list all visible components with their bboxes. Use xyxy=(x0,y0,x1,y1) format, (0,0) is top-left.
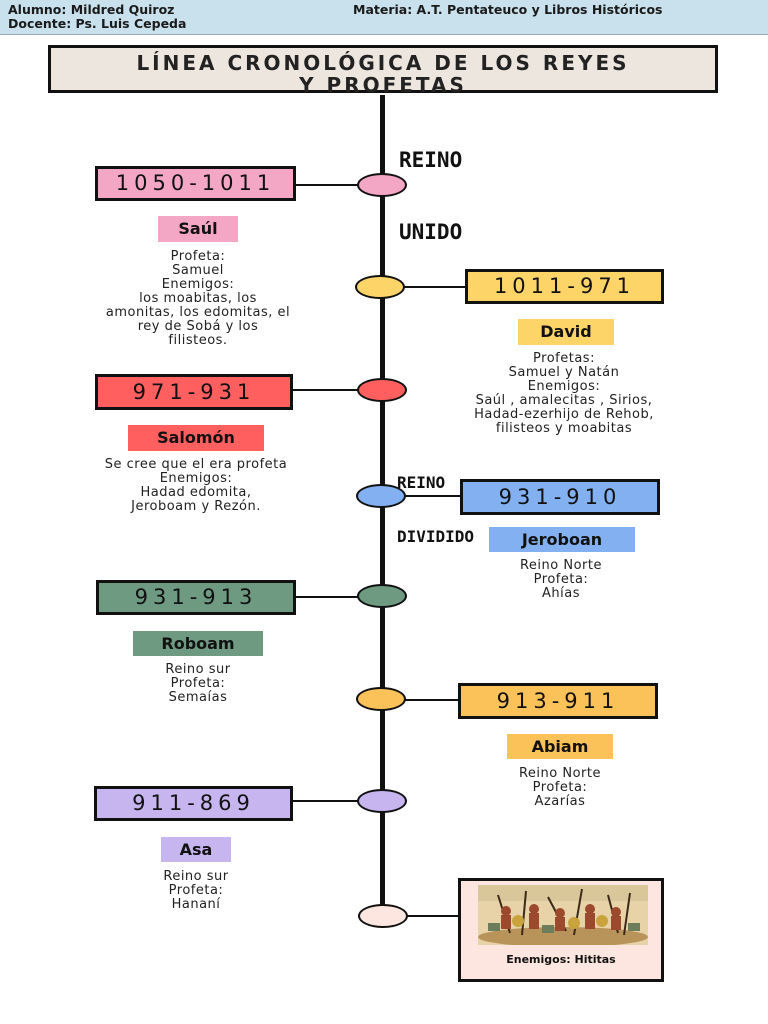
detail-line: Hadad-ezerhijo de Rehob, xyxy=(474,407,654,422)
king-details-asa: Reino sur Profeta: Hananí xyxy=(46,870,346,912)
detail-line: amonitas, los edomitas, el xyxy=(105,305,291,320)
connector-line xyxy=(296,596,358,598)
king-details-jeroboan: Reino Norte Profeta: Ahías xyxy=(411,559,711,601)
detail-line: filisteos y moabitas xyxy=(495,421,633,436)
detail-line: Se cree que el era profeta xyxy=(104,457,288,472)
date-box-saul: 1050-1011 xyxy=(95,166,296,201)
king-details-roboam: Reino sur Profeta: Semaías xyxy=(48,663,348,705)
timeline-node-saul xyxy=(357,173,407,197)
detail-line: Jeroboam y Rezón. xyxy=(131,499,261,514)
detail-line: Enemigos: xyxy=(161,277,235,292)
connector-line xyxy=(407,915,459,917)
connector-line xyxy=(405,699,459,701)
connector-line xyxy=(293,800,358,802)
page-title-line: LÍNEA CRONOLÓGICA DE LOS REYES xyxy=(136,51,630,75)
battle-illustration xyxy=(478,885,648,945)
detail-line: Azarías xyxy=(534,794,586,809)
detail-line: Reino sur xyxy=(163,869,229,884)
detail-line: filisteos. xyxy=(168,333,228,348)
date-box-roboam: 931-913 xyxy=(96,580,296,615)
enemies-caption: Enemigos: Hititas xyxy=(506,953,616,966)
detail-line: Profeta: xyxy=(170,676,226,691)
detail-line: Saúl , amalecitas , Sirios, xyxy=(475,393,653,408)
detail-line: Reino Norte xyxy=(519,558,602,573)
timeline-node-david xyxy=(355,275,405,299)
king-name-abiam: Abiam xyxy=(507,734,613,759)
detail-line: los moabitas, los xyxy=(139,291,257,306)
king-details-saul: Profeta: Samuel Enemigos: los moabitas, … xyxy=(48,250,348,348)
teacher-name: Docente: Ps. Luis Cepeda xyxy=(8,16,187,31)
page-title-box: LÍNEA CRONOLÓGICA DE LOS REYES Y PROFETA… xyxy=(48,45,718,96)
section-label-line: REINO xyxy=(397,473,446,492)
timeline-node-roboam xyxy=(357,584,407,608)
detail-line: Reino sur xyxy=(165,662,231,677)
connector-line xyxy=(405,495,461,497)
detail-line: Hadad edomita, xyxy=(140,485,252,500)
section-label-line: UNIDO xyxy=(399,220,463,244)
king-name-salomon: Salomón xyxy=(128,425,264,451)
section-label-line: REINO xyxy=(399,148,463,172)
enemies-card: Enemigos: Hititas xyxy=(458,878,664,982)
date-box-salomon: 971-931 xyxy=(95,374,293,410)
detail-line: Samuel xyxy=(172,263,224,278)
king-details-abiam: Reino Norte Profeta: Azarías xyxy=(410,767,710,809)
timeline-node-jeroboan xyxy=(356,484,406,508)
king-name-jeroboan: Jeroboan xyxy=(489,527,635,552)
detail-line: Enemigos: xyxy=(159,471,233,486)
date-box-david: 1011-971 xyxy=(465,269,664,304)
king-name-saul: Saúl xyxy=(158,216,238,242)
section-divided-kingdom: REINO DIVIDIDO xyxy=(397,438,474,564)
subject: Materia: A.T. Pentateuco y Libros Histór… xyxy=(353,2,663,17)
king-details-salomon: Se cree que el era profeta Enemigos: Had… xyxy=(46,458,346,514)
page-title: LÍNEA CRONOLÓGICA DE LOS REYES Y PROFETA… xyxy=(51,52,715,96)
detail-line: Reino Norte xyxy=(518,766,601,781)
date-box-asa: 911-869 xyxy=(94,786,293,821)
king-name-asa: Asa xyxy=(161,837,231,862)
connector-line xyxy=(293,389,358,391)
detail-line: Profeta: xyxy=(170,249,226,264)
detail-line: Profetas: xyxy=(533,351,595,366)
timeline-node-abiam xyxy=(356,687,406,711)
timeline-node-end xyxy=(358,904,408,928)
section-united-kingdom: REINO UNIDO xyxy=(399,100,462,268)
timeline-node-salomon xyxy=(357,378,407,402)
timeline-node-asa xyxy=(357,789,407,813)
detail-line: Samuel y Natán xyxy=(508,365,620,380)
king-name-roboam: Roboam xyxy=(133,631,263,656)
page-title-line: Y PROFETAS xyxy=(299,73,467,97)
connector-line xyxy=(404,286,466,288)
section-label-line: DIVIDIDO xyxy=(397,527,475,546)
detail-line: Profeta: xyxy=(168,883,224,898)
date-box-jeroboan: 931-910 xyxy=(460,479,660,515)
king-name-david: David xyxy=(518,319,614,345)
detail-line: Enemigos: xyxy=(527,379,601,394)
detail-line: Profeta: xyxy=(532,780,588,795)
date-box-abiam: 913-911 xyxy=(458,683,658,719)
detail-line: rey de Sobá y los xyxy=(137,319,259,334)
detail-line: Ahías xyxy=(542,586,580,601)
detail-line: Profeta: xyxy=(533,572,589,587)
detail-line: Hananí xyxy=(171,897,221,912)
header-bar: Alumno: Mildred Quiroz Docente: Ps. Luis… xyxy=(0,0,768,35)
detail-line: Semaías xyxy=(168,690,228,705)
connector-line xyxy=(296,184,358,186)
king-details-david: Profetas: Samuel y Natán Enemigos: Saúl … xyxy=(414,352,714,436)
student-name: Alumno: Mildred Quiroz xyxy=(8,2,175,17)
